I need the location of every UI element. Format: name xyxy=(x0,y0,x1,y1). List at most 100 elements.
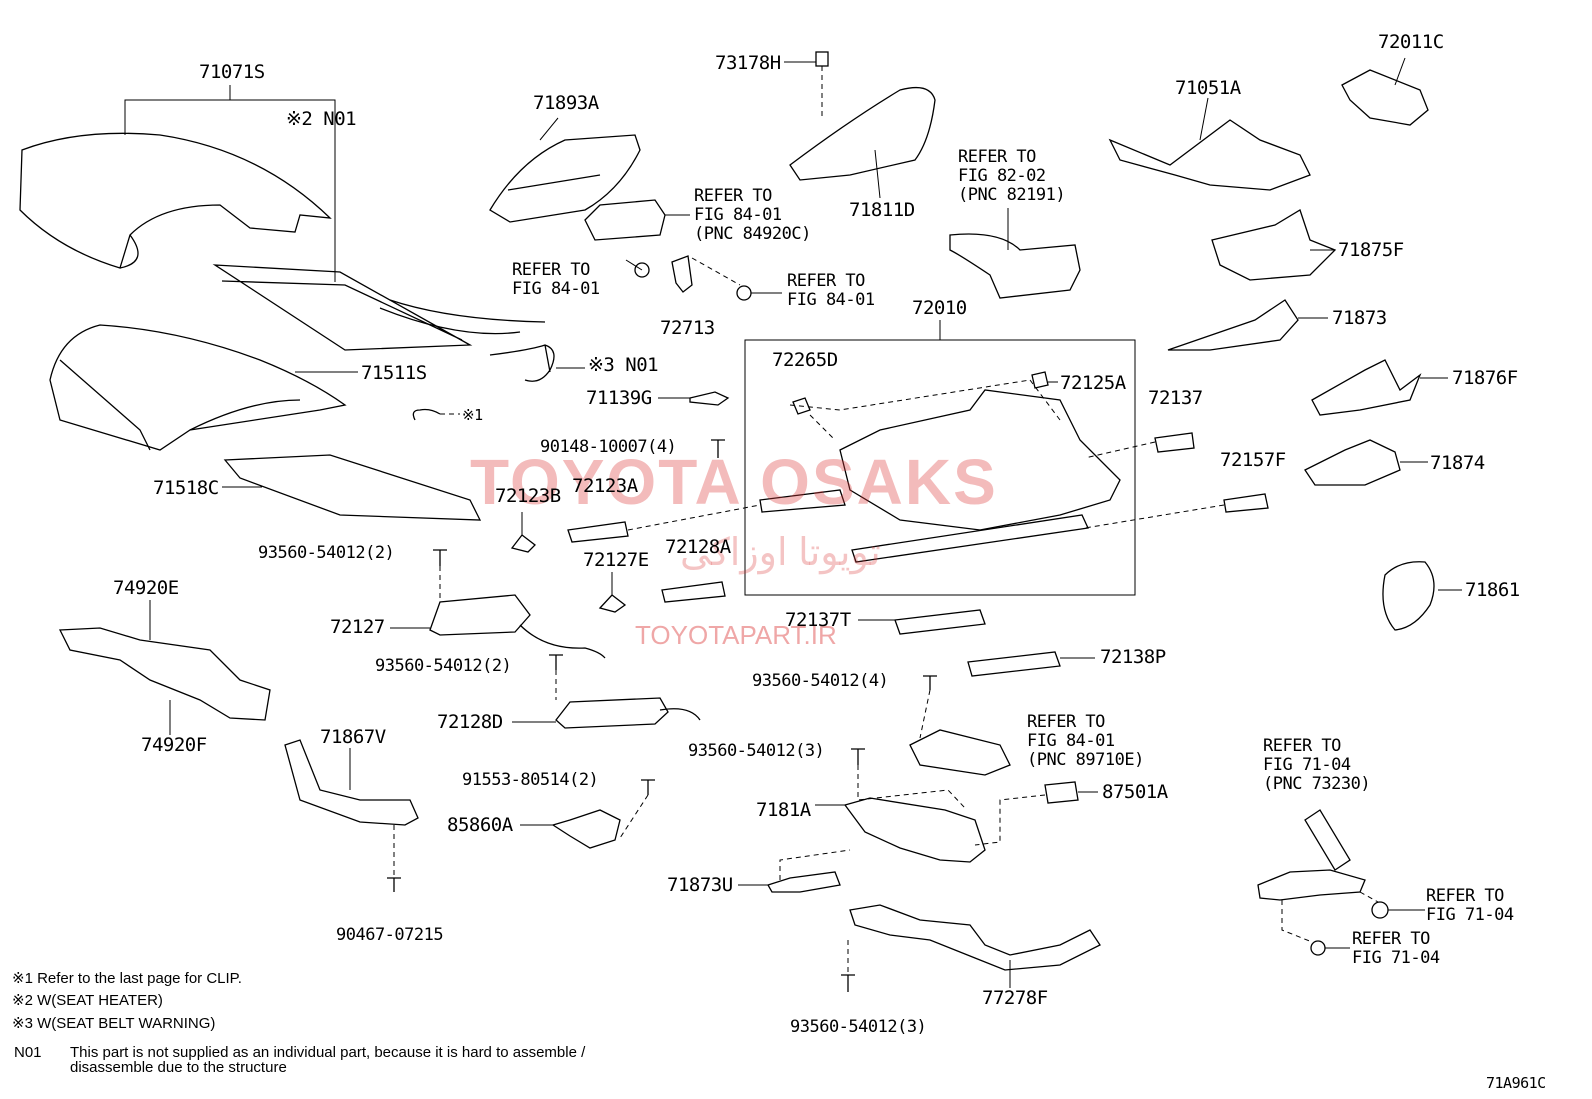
label-72137: 72137 xyxy=(1148,387,1203,409)
label-85860a: 85860A xyxy=(447,814,513,836)
label-71518c: 71518C xyxy=(153,477,219,499)
motor-72127 xyxy=(429,594,531,636)
knob-71861 xyxy=(1382,561,1435,631)
belt-guide-part xyxy=(949,233,1081,299)
label-n01-3: ※3 N01 xyxy=(588,354,659,376)
side-cover-part xyxy=(784,51,936,199)
label-72011c: 72011C xyxy=(1378,31,1444,53)
label-ref-8401a: REFER TO FIG 84-01 (PNC 84920C) xyxy=(694,186,811,244)
label-71874: 71874 xyxy=(1430,452,1485,474)
label-77278f: 77278F xyxy=(982,987,1048,1009)
note-clip: ※1 Refer to the last page for CLIP. xyxy=(12,970,242,987)
label-72010: 72010 xyxy=(912,297,967,319)
label-93560-2a: 93560-54012(2) xyxy=(258,543,395,563)
label-72138p: 72138P xyxy=(1100,646,1166,668)
label-ref-7104b: REFER TO FIG 71-04 xyxy=(1426,886,1514,925)
cover-72011C xyxy=(1341,69,1429,126)
screw-parts xyxy=(387,259,937,992)
cover-71875F xyxy=(1211,209,1337,281)
module-89710E xyxy=(909,729,1011,776)
label-ref-7104c: REFER TO FIG 71-04 xyxy=(1352,929,1440,968)
note-seat-heater: ※2 W(SEAT HEATER) xyxy=(12,992,163,1009)
label-93560-2b: 93560-54012(2) xyxy=(375,656,512,676)
cushion-pad-part xyxy=(49,324,358,451)
harness-72128D xyxy=(555,697,701,729)
frame-71051A xyxy=(1108,119,1311,191)
side-shield-part xyxy=(489,117,641,223)
label-clip-1: ※1 xyxy=(462,406,483,424)
label-ref-8401b: REFER TO FIG 84-01 xyxy=(512,260,600,299)
label-n01-2: ※2 N01 xyxy=(286,108,357,130)
bracket-7181A xyxy=(843,797,986,863)
label-74920f: 74920F xyxy=(141,734,207,756)
label-93560-4: 93560-54012(4) xyxy=(752,671,889,691)
switch-module-part xyxy=(584,199,666,241)
label-71873u: 71873U xyxy=(667,874,733,896)
note-n01-text: This part is not supplied as an individu… xyxy=(70,1044,586,1076)
harness-77278F xyxy=(849,904,1101,971)
bracket-72125A xyxy=(1031,371,1049,389)
cap-72127E xyxy=(598,594,627,613)
label-72265d: 72265D xyxy=(772,349,838,371)
label-90467: 90467-07215 xyxy=(336,925,444,945)
label-ref-7104a: REFER TO FIG 71-04 (PNC 73230) xyxy=(1263,736,1371,794)
seatbelt-sensor-wire xyxy=(489,344,555,382)
label-71876f: 71876F xyxy=(1452,367,1518,389)
seat-board-part xyxy=(222,454,482,521)
label-ref-8401d: REFER TO FIG 84-01 (PNC 89710E) xyxy=(1027,712,1144,770)
figure-code: 71A961C xyxy=(1486,1074,1546,1092)
buckle-73230 xyxy=(1257,809,1366,901)
label-71873: 71873 xyxy=(1332,307,1387,329)
label-ref-8401c: REFER TO FIG 84-01 xyxy=(787,271,875,310)
label-93560-3a: 93560-54012(3) xyxy=(688,741,825,761)
unit-87501A xyxy=(1044,781,1079,804)
seat-adjuster-part xyxy=(759,379,1121,563)
cover-71876F xyxy=(1311,359,1422,416)
note-n01-key: N01 xyxy=(14,1044,42,1061)
note-seatbelt-warning: ※3 W(SEAT BELT WARNING) xyxy=(12,1015,216,1032)
bracket-72265D xyxy=(792,397,811,415)
label-ref-8202: REFER TO FIG 82-02 (PNC 82191) xyxy=(958,147,1066,205)
label-71867v: 71867V xyxy=(320,726,386,748)
label-72123a: 72123A xyxy=(572,475,638,497)
label-87501a: 87501A xyxy=(1102,781,1168,803)
bracket-72713 xyxy=(671,255,693,293)
cover-71874 xyxy=(1304,439,1401,486)
label-91553: 91553-80514(2) xyxy=(462,770,599,790)
label-71511s: 71511S xyxy=(361,362,427,384)
label-71139g: 71139G xyxy=(586,387,652,409)
label-72123b: 72123B xyxy=(495,485,561,507)
label-71893a: 71893A xyxy=(533,92,599,114)
label-72157f: 72157F xyxy=(1220,449,1286,471)
label-72128a: 72128A xyxy=(665,536,731,558)
clip-part xyxy=(412,408,441,421)
label-72713: 72713 xyxy=(660,317,715,339)
cover-71873U xyxy=(767,871,841,893)
cover-71873 xyxy=(1167,299,1299,351)
cap-72123B xyxy=(510,534,536,553)
label-73178h: 73178H xyxy=(715,52,781,74)
frame-74920 xyxy=(58,627,271,721)
seat-heater-mat-part xyxy=(212,264,546,351)
label-72125a: 72125A xyxy=(1060,372,1126,394)
label-7181a: 7181A xyxy=(756,799,811,821)
seat-cover-part xyxy=(19,85,336,282)
label-71071s: 71071S xyxy=(199,61,265,83)
label-72127e: 72127E xyxy=(583,549,649,571)
label-72128d: 72128D xyxy=(437,711,503,733)
label-71875f: 71875F xyxy=(1338,239,1404,261)
label-90148: 90148-10007(4) xyxy=(540,437,677,457)
label-72127: 72127 xyxy=(330,616,385,638)
label-71811d: 71811D xyxy=(849,199,915,221)
sensor-85860A xyxy=(551,809,621,849)
rail-parts xyxy=(567,432,1269,677)
label-93560-3b: 93560-54012(3) xyxy=(790,1017,927,1037)
cover-71867V xyxy=(284,739,419,826)
label-72137t: 72137T xyxy=(785,609,851,631)
label-71861: 71861 xyxy=(1465,579,1520,601)
cover-71139G xyxy=(689,391,730,406)
label-74920e: 74920E xyxy=(113,577,179,599)
label-71051a: 71051A xyxy=(1175,77,1241,99)
